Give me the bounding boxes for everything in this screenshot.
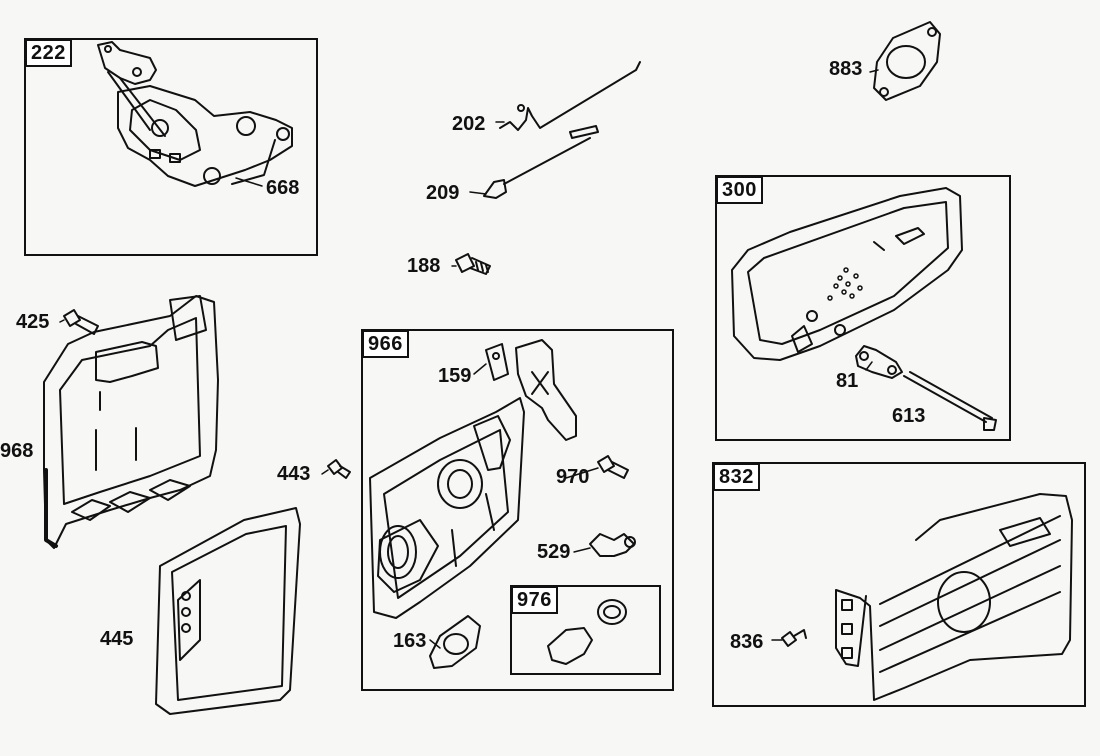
part-159-clip: [485, 343, 509, 381]
box-label-976: 976: [511, 586, 558, 614]
part-163-gasket: [429, 615, 481, 669]
part-425-bolt: [63, 309, 99, 335]
part-529-elbow: [589, 533, 636, 557]
callout-529: 529: [537, 541, 571, 563]
part-209-governor-spring: [483, 125, 599, 199]
box-300: [715, 175, 1011, 441]
callout-970: 970: [556, 466, 590, 488]
part-222-linkage-bracket: [97, 41, 293, 187]
part-445-air-filter: [155, 507, 301, 715]
part-883-gasket: [873, 21, 941, 101]
part-202-governor-link: [499, 61, 641, 131]
box-976: [510, 585, 661, 675]
callout-163: 163: [393, 630, 427, 652]
box-label-300: 300: [716, 176, 763, 204]
part-188-screw: [455, 253, 491, 275]
part-81-gasket: [855, 345, 903, 379]
part-966-bracket: [515, 339, 577, 441]
box-label-832: 832: [713, 463, 760, 491]
callout-836: 836: [730, 631, 764, 653]
callout-613: 613: [892, 405, 926, 427]
part-832-muffler-guard: [835, 493, 1073, 701]
callout-968: 968: [0, 440, 34, 462]
part-300-muffler: [731, 187, 963, 361]
callout-668: 668: [266, 177, 300, 199]
part-970-screw: [597, 455, 629, 479]
part-836-screw: [781, 629, 807, 647]
box-966: [361, 329, 674, 691]
part-968-air-cleaner-base: [43, 295, 219, 549]
callout-445: 445: [100, 628, 134, 650]
callout-188: 188: [407, 255, 441, 277]
box-label-966: 966: [362, 330, 409, 358]
callout-159: 159: [438, 365, 472, 387]
callout-202: 202: [452, 113, 486, 135]
box-label-222: 222: [25, 39, 72, 67]
callout-209: 209: [426, 182, 460, 204]
callout-883: 883: [829, 58, 863, 80]
part-613-stud: [903, 371, 997, 431]
callout-425: 425: [16, 311, 50, 333]
part-966-intake-body: [369, 397, 525, 619]
box-832: [712, 462, 1086, 707]
callout-81: 81: [836, 370, 859, 392]
part-443-bolt: [327, 459, 351, 479]
leader-lines: [59, 69, 879, 649]
callout-443: 443: [277, 463, 311, 485]
box-222: [24, 38, 318, 256]
part-976-fitting: [547, 599, 627, 665]
